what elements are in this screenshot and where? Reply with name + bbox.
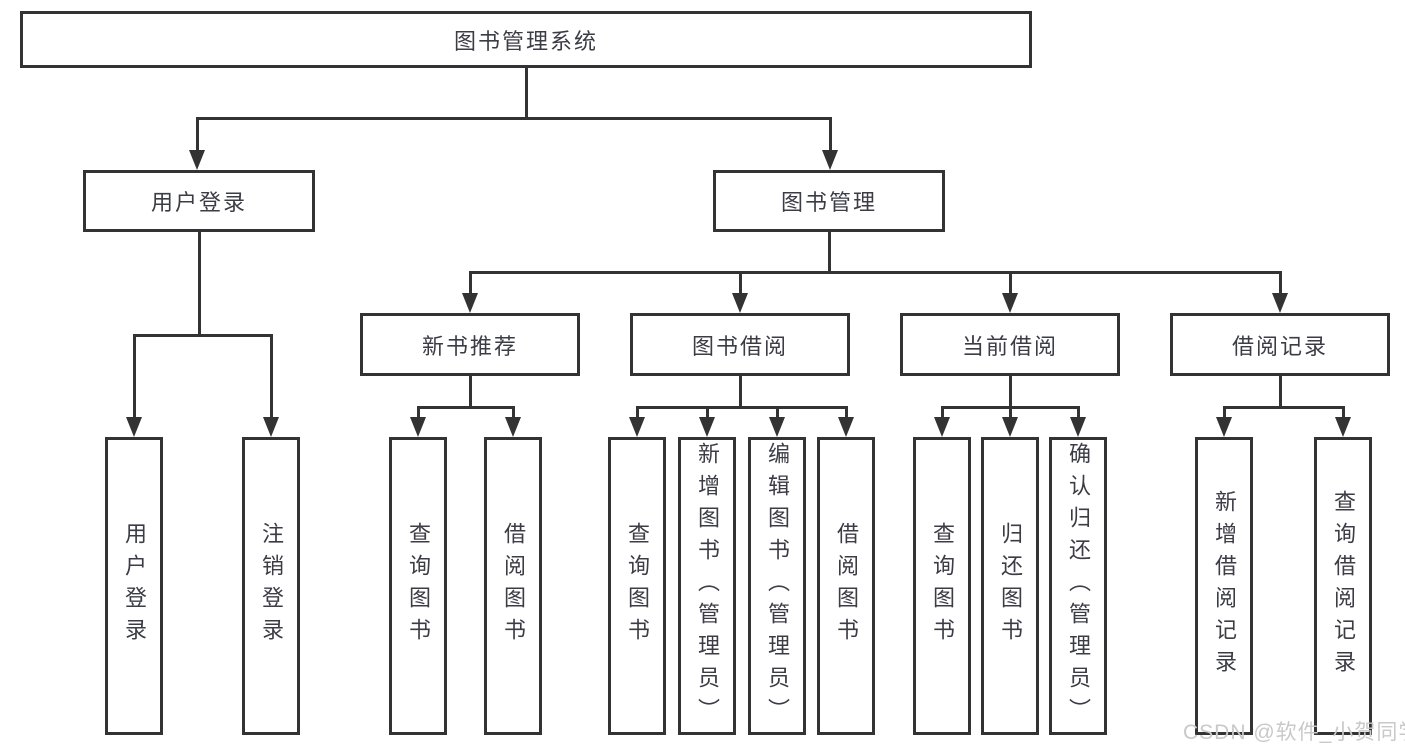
arrow-down-icon (462, 293, 478, 313)
connector-line (132, 333, 136, 419)
leaf-label: 编辑图书（管理员） (765, 442, 790, 730)
connector-line (635, 405, 848, 409)
leaf-label: 查询图书 (406, 522, 431, 650)
node-new-book-recommend: 新书推荐 (360, 313, 580, 376)
leaf-query-books-recommend: 查询图书 (389, 437, 447, 735)
node-borrow-records: 借阅记录 (1170, 313, 1390, 376)
connector-line (1278, 270, 1282, 295)
leaf-label: 注销登录 (259, 522, 284, 650)
arrow-down-icon (1272, 293, 1288, 313)
node-label: 新书推荐 (421, 333, 518, 359)
connector-line (827, 232, 831, 272)
arrow-down-icon (934, 417, 950, 437)
connector-line (468, 270, 472, 295)
connector-line (511, 405, 515, 419)
connector-line (195, 116, 832, 120)
connector-line (197, 232, 201, 335)
leaf-query-borrow-record: 查询借阅记录 (1314, 437, 1372, 735)
connector-line (468, 376, 472, 407)
leaf-label: 借阅图书 (834, 522, 859, 650)
connector-line (1222, 405, 1345, 409)
connector-line (132, 333, 273, 337)
leaf-query-books-borrow: 查询图书 (608, 437, 666, 735)
node-label: 图书管理 (780, 190, 877, 215)
arrow-down-icon (629, 417, 645, 437)
leaf-add-borrow-record: 新增借阅记录 (1195, 437, 1253, 735)
arrow-down-icon (1002, 293, 1018, 313)
connector-line (1222, 405, 1226, 419)
connector-line (1008, 376, 1012, 407)
node-book-management: 图书管理 (713, 170, 945, 232)
connector-line (828, 116, 832, 152)
arrow-down-icon (410, 417, 426, 437)
leaf-label: 查询借阅记录 (1331, 490, 1356, 682)
leaf-label: 归还图书 (998, 522, 1023, 650)
leaf-label: 确认归还（管理员） (1066, 442, 1091, 730)
leaf-label: 借阅图书 (501, 522, 526, 650)
connector-line (1008, 270, 1012, 295)
arrow-down-icon (699, 417, 715, 437)
arrow-down-icon (1070, 417, 1086, 437)
connector-line (844, 405, 848, 419)
arrow-down-icon (505, 417, 521, 437)
connector-line (738, 376, 742, 407)
leaf-label: 查询图书 (930, 522, 955, 650)
arrow-down-icon (189, 150, 205, 170)
node-current-borrow: 当前借阅 (900, 313, 1120, 376)
leaf-borrow-books-recommend: 借阅图书 (484, 437, 542, 735)
connector-line (1008, 405, 1012, 419)
csdn-watermark: CSDN @软件_小贺同学 (1183, 721, 1405, 744)
leaf-logout: 注销登录 (242, 437, 300, 735)
leaf-label: 新增借阅记录 (1212, 490, 1237, 682)
node-book-borrow: 图书借阅 (630, 313, 850, 376)
connector-line (416, 405, 515, 409)
connector-line (635, 405, 639, 419)
leaf-return-books: 归还图书 (981, 437, 1039, 735)
arrow-down-icon (1002, 417, 1018, 437)
connector-line (940, 405, 944, 419)
arrow-down-icon (838, 417, 854, 437)
leaf-query-books-current: 查询图书 (913, 437, 971, 735)
connector-line (524, 68, 528, 118)
arrow-down-icon (769, 417, 785, 437)
connector-line (1341, 405, 1345, 419)
node-label: 当前借阅 (961, 333, 1058, 359)
connector-line (269, 333, 273, 419)
arrow-down-icon (822, 150, 838, 170)
node-user-login: 用户登录 (83, 170, 315, 232)
arrow-down-icon (1335, 417, 1351, 437)
node-label: 借阅记录 (1231, 333, 1328, 359)
arrow-down-icon (732, 293, 748, 313)
connector-line (195, 116, 199, 152)
connector-line (738, 270, 742, 295)
leaf-edit-books-admin: 编辑图书（管理员） (748, 437, 806, 735)
arrow-down-icon (1216, 417, 1232, 437)
leaf-user-login: 用户登录 (105, 437, 163, 735)
leaf-label: 新增图书（管理员） (695, 442, 720, 730)
connector-line (1076, 405, 1080, 419)
leaf-add-books-admin: 新增图书（管理员） (678, 437, 736, 735)
connector-line (775, 405, 779, 419)
arrow-down-icon (126, 417, 142, 437)
connector-line (416, 405, 420, 419)
node-label: 图书借阅 (691, 333, 788, 359)
leaf-label: 查询图书 (625, 522, 650, 650)
leaf-borrow-books: 借阅图书 (817, 437, 875, 735)
leaf-confirm-return-admin: 确认归还（管理员） (1049, 437, 1107, 735)
node-system-root: 图书管理系统 (20, 11, 1032, 68)
connector-line (705, 405, 709, 419)
leaf-label: 用户登录 (122, 522, 147, 650)
arrow-down-icon (263, 417, 279, 437)
node-label: 图书管理系统 (453, 28, 598, 54)
connector-line (1278, 376, 1282, 407)
connector-line (468, 270, 1282, 274)
node-label: 用户登录 (150, 190, 247, 215)
